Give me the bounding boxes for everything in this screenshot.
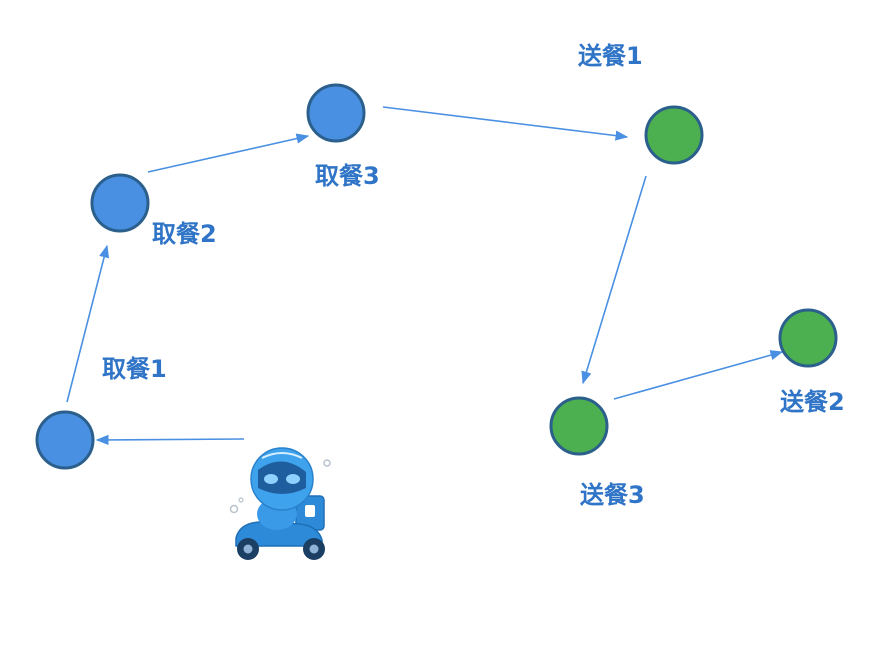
pickup-2-label: 取餐2	[152, 220, 217, 248]
arrow-delivery-3-to-delivery-2	[613, 350, 784, 400]
arrow-pickup-2-to-pickup-3	[147, 133, 310, 173]
delivery-3-label: 送餐3	[580, 481, 645, 509]
delivery-node-3	[549, 396, 609, 456]
arrow-delivery-1-to-delivery-3	[581, 175, 647, 385]
delivery-1-label: 送餐1	[578, 42, 643, 70]
pickup-3-label: 取餐3	[315, 162, 380, 190]
pickup-node-1	[35, 410, 95, 470]
pickup-node-3	[306, 83, 366, 143]
courier-scooter-icon	[229, 447, 331, 560]
arrow-courier-to-pickup-1	[95, 434, 245, 446]
delivery-2-label: 送餐2	[780, 388, 845, 416]
arrow-pickup-3-to-delivery-1	[382, 106, 629, 141]
delivery-node-2	[778, 308, 838, 368]
pickup-node-2	[90, 173, 150, 233]
pickup-1-label: 取餐1	[102, 355, 167, 383]
delivery-node-1	[644, 105, 704, 165]
arrow-pickup-1-to-pickup-2	[66, 244, 110, 403]
